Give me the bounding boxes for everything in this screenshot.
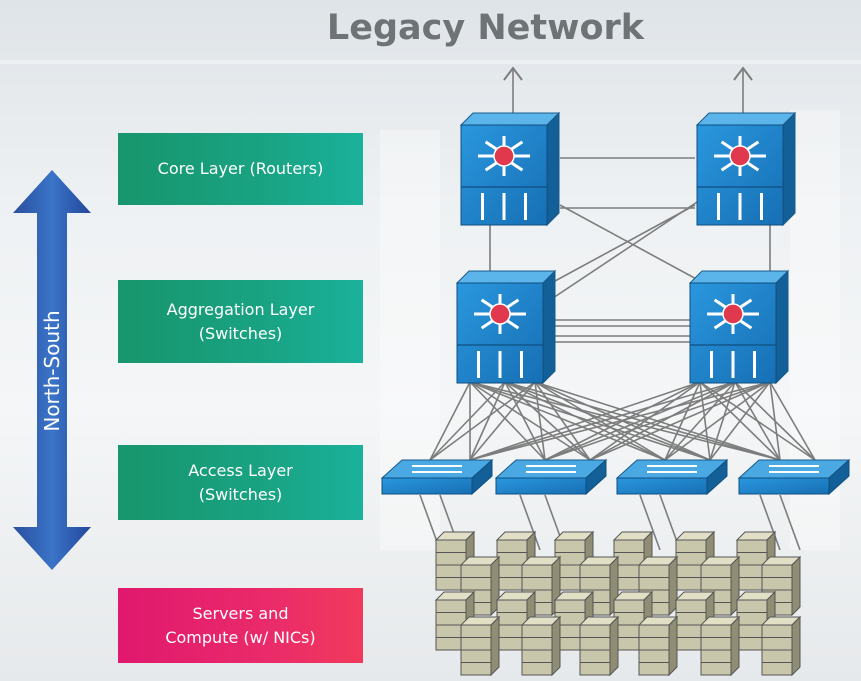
link-line bbox=[734, 381, 781, 461]
link-line bbox=[469, 381, 546, 461]
link-line bbox=[769, 381, 781, 461]
diagram-title: Legacy Network bbox=[326, 8, 645, 48]
layer-label: (Switches) bbox=[198, 484, 283, 504]
link-line bbox=[544, 381, 771, 461]
link-line bbox=[469, 381, 701, 461]
link-line bbox=[544, 381, 736, 461]
link-line bbox=[469, 381, 736, 461]
link-line bbox=[469, 381, 781, 461]
layer-label: Core Layer (Routers) bbox=[157, 159, 324, 178]
server-icon bbox=[495, 530, 537, 592]
switch-icon bbox=[494, 458, 608, 496]
layer-aggregation: Aggregation Layer (Switches) bbox=[118, 280, 363, 363]
link-line bbox=[779, 494, 801, 551]
server-icon bbox=[760, 555, 802, 617]
uplink-arrowhead bbox=[733, 66, 753, 81]
switch-icon bbox=[737, 458, 851, 496]
link-line bbox=[664, 381, 701, 461]
link-line bbox=[589, 381, 701, 461]
link-line bbox=[664, 381, 771, 461]
server-icon bbox=[699, 615, 741, 677]
router-icon bbox=[455, 269, 557, 385]
link-line bbox=[469, 381, 771, 461]
link-line bbox=[709, 381, 771, 461]
router-icon bbox=[459, 111, 561, 227]
layer-core: Core Layer (Routers) bbox=[118, 133, 363, 205]
link-line bbox=[429, 381, 536, 461]
layer-label: Servers and bbox=[192, 603, 289, 623]
router-icon bbox=[695, 111, 797, 227]
uplink-arrowhead bbox=[503, 66, 523, 81]
link-line bbox=[519, 494, 541, 551]
link-line bbox=[759, 494, 781, 551]
layer-label: Aggregation Layer bbox=[166, 299, 315, 319]
layer-label: (Switches) bbox=[198, 323, 283, 343]
link-line bbox=[429, 381, 506, 461]
server-icon bbox=[459, 615, 501, 677]
link-line bbox=[504, 381, 781, 461]
link-line bbox=[589, 381, 771, 461]
link-line bbox=[534, 381, 546, 461]
switch-icon bbox=[615, 458, 729, 496]
router-icon bbox=[688, 269, 790, 385]
layer-access: Access Layer (Switches) bbox=[118, 445, 363, 520]
link-line bbox=[429, 381, 471, 461]
link-line bbox=[769, 381, 816, 461]
layer-label: Access Layer bbox=[188, 460, 293, 480]
server-icon bbox=[760, 615, 802, 677]
server-icon bbox=[520, 555, 562, 617]
link-line bbox=[469, 381, 666, 461]
layer-servers: Servers and Compute (w/ NICs) bbox=[118, 588, 363, 663]
server-icon bbox=[578, 615, 620, 677]
link-line bbox=[589, 381, 736, 461]
link-line bbox=[549, 199, 701, 301]
server-icon bbox=[637, 615, 679, 677]
background-rack bbox=[0, 60, 861, 64]
link-line bbox=[639, 494, 661, 551]
link-line bbox=[504, 381, 546, 461]
link-line bbox=[469, 381, 506, 461]
layer-label: Compute (w/ NICs) bbox=[165, 627, 316, 647]
server-icon bbox=[520, 615, 562, 677]
switch-icon bbox=[380, 458, 494, 496]
link-line bbox=[469, 381, 536, 461]
link-line bbox=[664, 381, 736, 461]
